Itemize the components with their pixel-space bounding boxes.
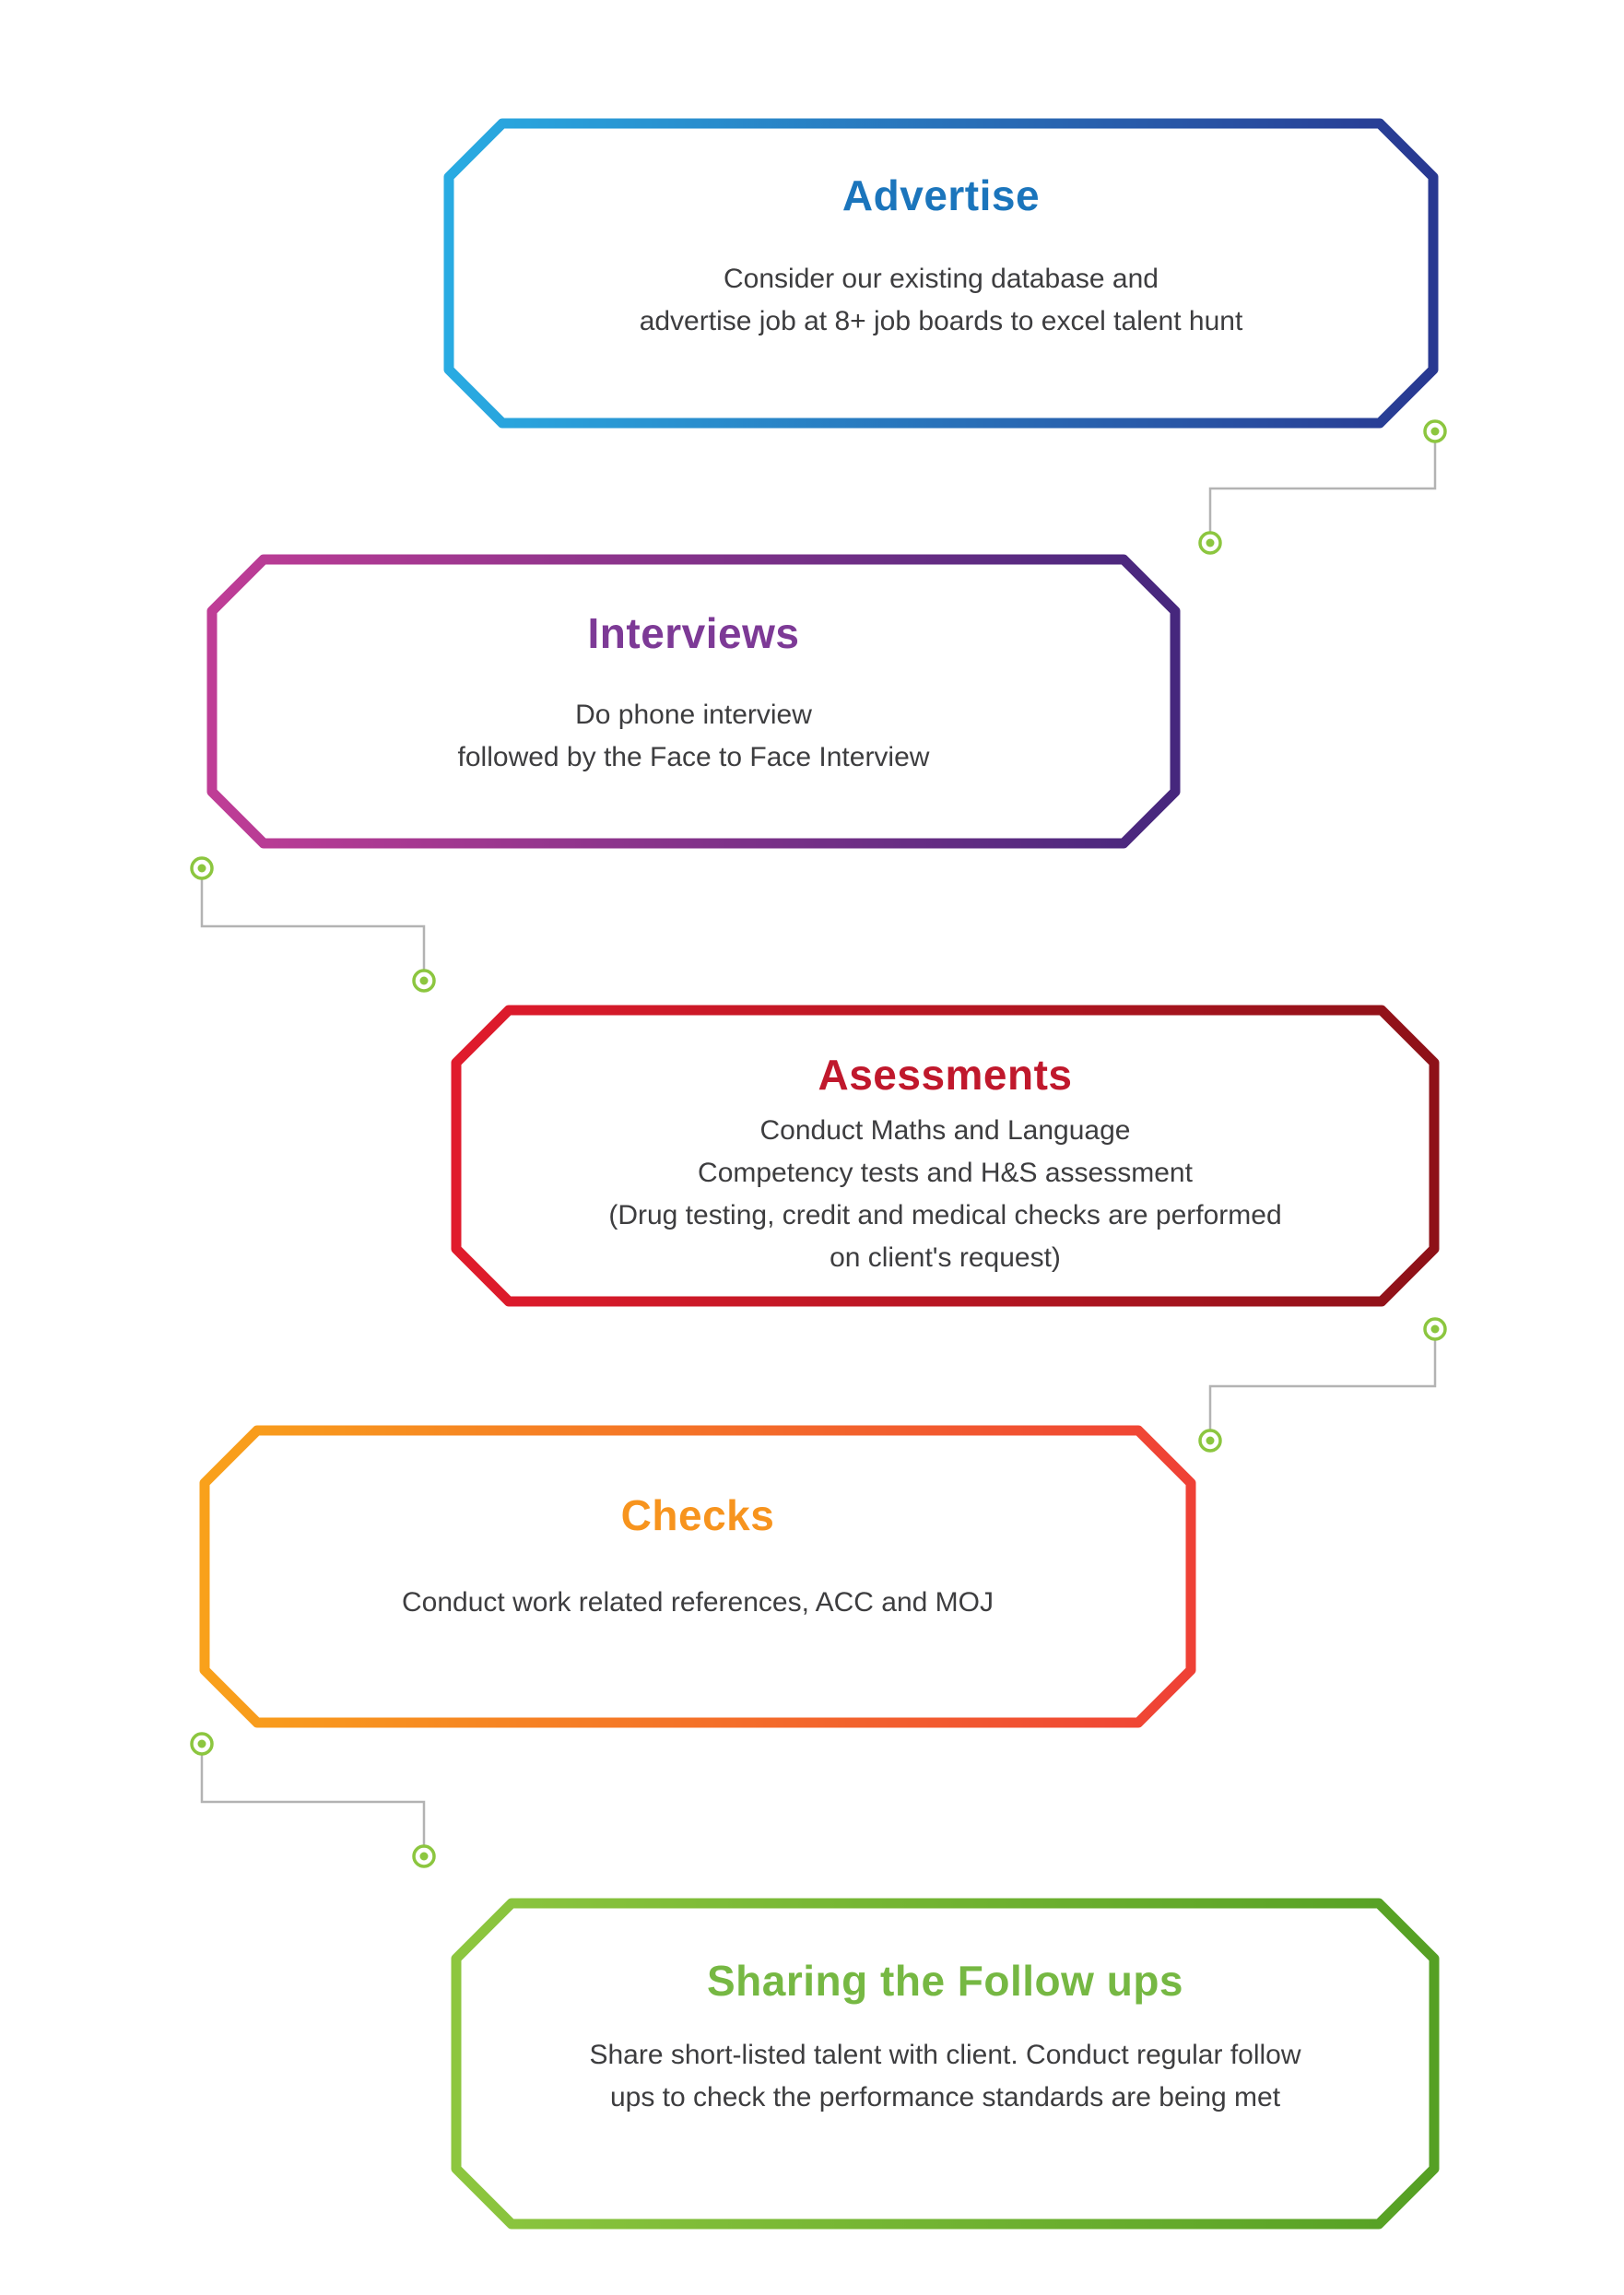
step-title: Checks	[620, 1491, 775, 1539]
step-description: Share short-listed talent with client. C…	[589, 2040, 1301, 2113]
step-border-octagon	[451, 1898, 1440, 2230]
connector-node-end	[1198, 1429, 1222, 1453]
connector-interviews-to-asessments	[190, 856, 436, 993]
step-description: Do phone interview followed by the Face …	[457, 700, 930, 773]
step-asessments: Asessments Conduct Maths and Language Co…	[451, 1005, 1440, 1307]
connector-node-start	[190, 856, 214, 880]
connector-node-end	[1198, 531, 1222, 555]
step-border-octagon	[451, 1005, 1440, 1307]
connector-asessments-to-checks	[1198, 1317, 1447, 1453]
step-interviews: Interviews Do phone interview followed b…	[206, 554, 1181, 849]
step-border-octagon	[206, 554, 1181, 849]
step-description: Consider our existing database and adver…	[639, 264, 1243, 337]
connector-node-start	[190, 1732, 214, 1756]
connector-node-start	[1423, 1317, 1447, 1341]
step-title: Advertise	[841, 171, 1041, 219]
connector-node-start	[1423, 419, 1447, 443]
connector-advertise-to-interviews	[1198, 419, 1447, 555]
step-checks: Checks Conduct work related references, …	[199, 1425, 1196, 1728]
connector-checks-to-sharing	[190, 1732, 436, 1868]
connector-node-end	[412, 969, 436, 993]
step-advertise: Advertise Consider our existing database…	[443, 118, 1439, 429]
step-title: Asessments	[818, 1051, 1073, 1099]
connector-node-end	[412, 1844, 436, 1868]
step-sharing-the-follow-ups: Sharing the Follow ups Share short-liste…	[451, 1898, 1440, 2230]
step-border-octagon	[443, 118, 1439, 429]
step-title: Sharing the Follow ups	[707, 1957, 1183, 2005]
step-border-octagon	[199, 1425, 1196, 1728]
step-description: Conduct work related references, ACC and…	[402, 1587, 994, 1618]
step-title: Interviews	[587, 609, 800, 657]
step-description: Conduct Maths and Language Competency te…	[608, 1115, 1282, 1273]
